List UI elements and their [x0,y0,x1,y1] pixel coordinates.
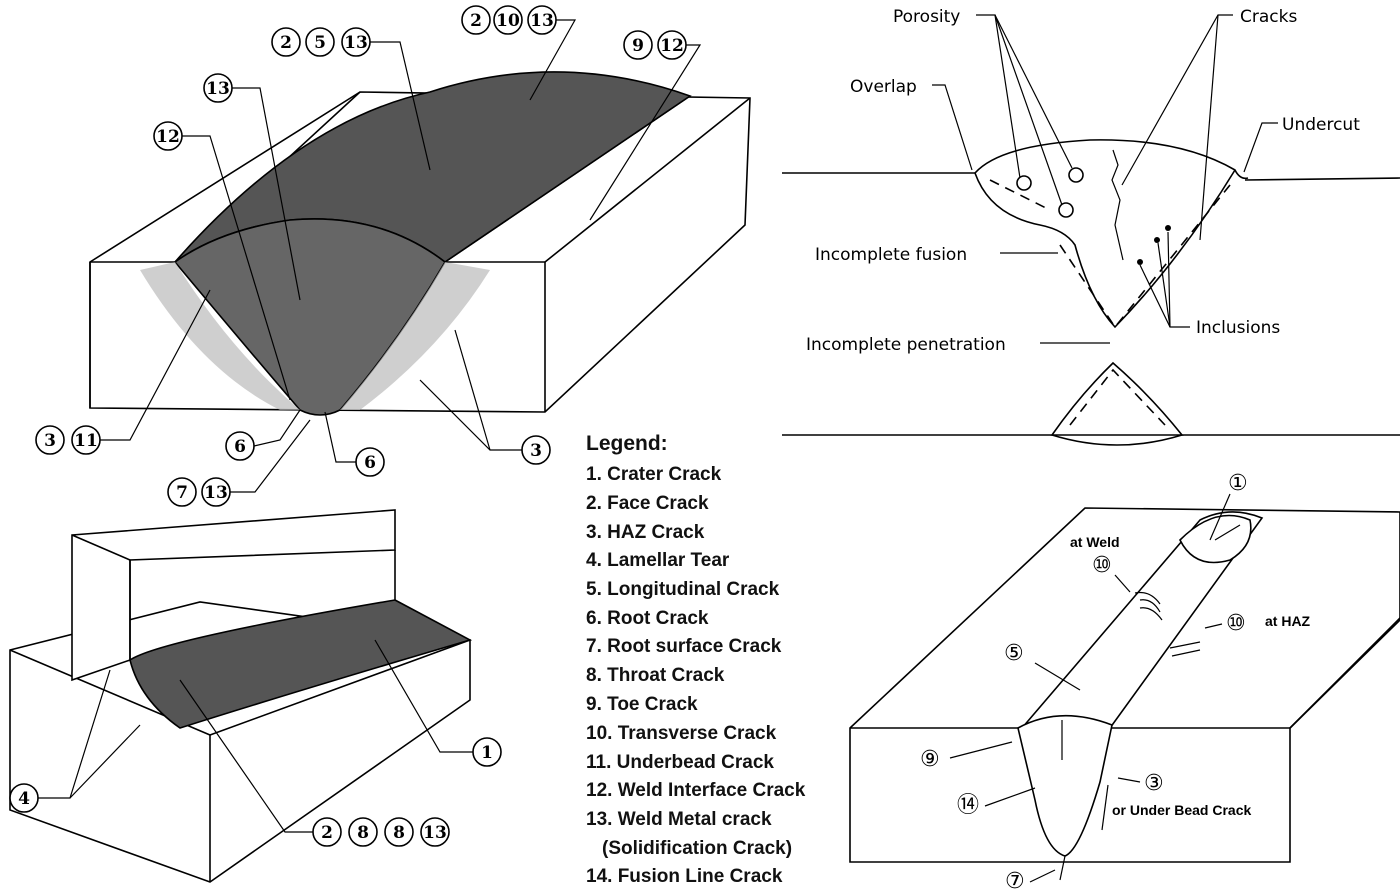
legend-item: 3. HAZ Crack [586,522,705,543]
svg-text:3: 3 [530,441,542,461]
svg-text:9: 9 [632,36,644,56]
svg-text:6: 6 [364,453,376,473]
svg-text:12: 12 [156,127,180,147]
svg-text:3: 3 [44,431,56,451]
bead-callout-5: ⑤ [1004,641,1024,666]
label-incomplete-penetration: Incomplete penetration [806,335,1006,355]
label-at-weld: at Weld [1070,534,1120,550]
bead-callout-3: ③ [1144,771,1164,796]
legend-item: 7. Root surface Crack [586,636,782,657]
bead-callout-1: ① [1228,471,1248,496]
label-porosity: Porosity [893,7,960,27]
svg-text:13: 13 [423,823,447,843]
svg-text:13: 13 [204,483,228,503]
fillet-weld-diagram: 4 1 2 8 8 13 [9,509,502,883]
svg-text:12: 12 [660,36,684,56]
legend-item: 14. Fusion Line Crack [586,866,783,887]
legend-item: 13. Weld Metal crack [586,809,772,830]
bead-callout-9: ⑨ [920,747,940,772]
legend-item: 6. Root Crack [586,608,709,629]
svg-text:13: 13 [344,33,368,53]
bead-callout-10-haz: ⑩ [1226,611,1246,636]
svg-text:13: 13 [206,79,230,99]
bead-callout-14: ⑭ [957,793,979,818]
label-cracks: Cracks [1240,7,1297,27]
legend-item: 4. Lamellar Tear [586,550,730,571]
groove-callout-circles: 2 10 13 2 5 13 9 12 13 12 3 11 6 6 3 7 1… [35,5,687,507]
groove-leader-lines [100,19,702,493]
svg-text:2: 2 [321,823,333,843]
groove-weld-diagram: 2 10 13 2 5 13 9 12 13 12 3 11 6 6 3 7 1… [35,5,751,507]
svg-text:4: 4 [18,789,30,809]
legend-item: 9. Toe Crack [586,694,698,715]
svg-text:2: 2 [280,33,292,53]
legend-item: 10. Transverse Crack [586,723,777,744]
svg-text:5: 5 [314,33,326,53]
legend: Legend: 1. Crater Crack 2. Face Crack 3.… [586,432,806,887]
fillet-weld-bead [129,599,473,729]
bead-callout-7: ⑦ [1005,869,1025,894]
label-at-haz: at HAZ [1265,613,1311,629]
label-undercut: Undercut [1282,115,1360,135]
legend-item: (Solidification Crack) [602,838,792,859]
svg-text:2: 2 [470,11,482,31]
svg-text:10: 10 [496,11,520,31]
defects-cross-section: Porosity Cracks Overlap Undercut Incompl… [782,7,1400,446]
legend-title: Legend: [586,432,668,455]
svg-text:7: 7 [176,483,188,503]
label-inclusions: Inclusions [1196,318,1280,338]
label-overlap: Overlap [850,77,917,97]
legend-item: 12. Weld Interface Crack [586,780,806,801]
legend-item: 2. Face Crack [586,493,709,514]
svg-text:11: 11 [74,431,98,451]
legend-item: 11. Underbead Crack [586,752,774,773]
bead-callout-10-weld: ⑩ [1092,553,1112,578]
legend-item: 5. Longitudinal Crack [586,579,780,600]
svg-text:8: 8 [357,823,369,843]
label-under-bead: or Under Bead Crack [1112,802,1251,818]
legend-item: 1. Crater Crack [586,464,722,485]
legend-item: 8. Throat Crack [586,665,725,686]
svg-text:1: 1 [481,743,493,763]
bead-plate-diagram: ① at Weld ⑩ ⑩ at HAZ ⑤ ⑨ ⑭ ③ or Under Be… [849,471,1400,894]
label-incomplete-fusion: Incomplete fusion [815,245,967,265]
svg-text:13: 13 [530,11,554,31]
svg-text:8: 8 [393,823,405,843]
svg-text:6: 6 [234,437,246,457]
